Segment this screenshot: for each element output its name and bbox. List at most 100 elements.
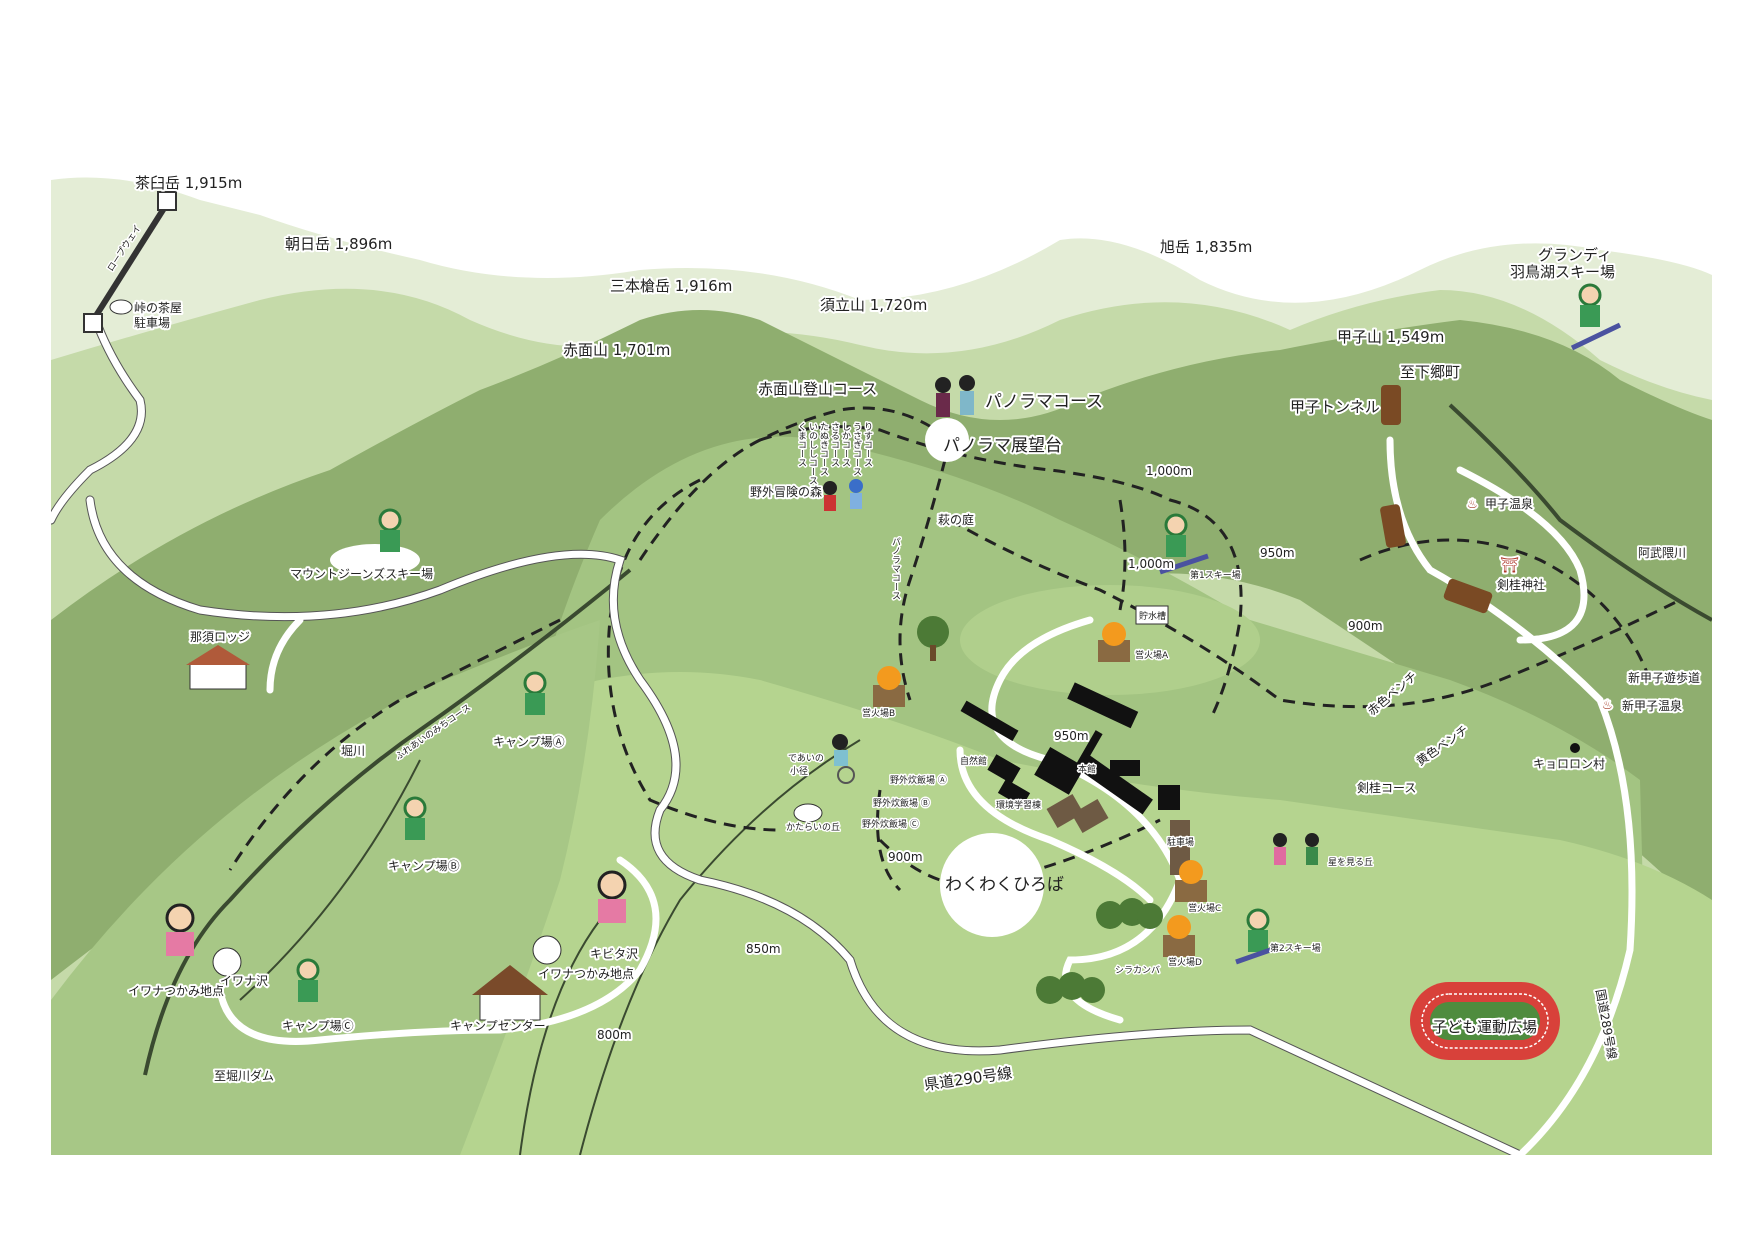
peak-label: 旭岳 1,835m [1160,238,1252,256]
course-name: うさぎコース [851,422,861,476]
place-label: キャンプ場Ⓑ [388,859,460,873]
skier-icon [1159,513,1209,575]
altitude-label: 850m [746,942,781,956]
onsen-icon: ♨ [1467,497,1478,511]
children-icon [823,479,863,511]
altitude-label: 950m [1260,546,1295,560]
place-label: 至下郷町 [1400,363,1460,381]
wheelchair-icon [832,734,855,784]
onsen-icon: ♨ [1602,698,1613,712]
ropeway-top-station [157,191,177,211]
trees-icon [1036,972,1105,1004]
building-label: 本館 [1078,763,1096,775]
place-label: 新甲子温泉 [1622,698,1682,713]
altitude-label: 1,000m [1128,557,1174,571]
peak-label: 赤面山 1,701m [563,341,670,359]
trees-icon [1096,898,1163,929]
dark-mountains [51,310,1712,980]
river-label: イワナ沢 [220,974,268,988]
altitude-label: 1,000m [1146,464,1192,478]
tunnel-icon [1381,385,1401,425]
roads [51,313,1636,1155]
place-label: マウントジーンズスキー場 [290,566,433,581]
place-label: 新甲子遊歩道 [1628,670,1700,685]
place-label: 営火場A [1135,649,1169,661]
place-label: 第2スキー場 [1270,942,1321,954]
place-label: グランディ [1538,246,1612,264]
place-label: キビタ沢 [590,947,638,961]
shrine-icon: ⛩ [1500,556,1519,574]
place-label: 峠の茶屋 [134,300,182,315]
place-label: 至堀川ダム [214,1068,274,1083]
place-label: 営火場B [862,707,895,719]
kids-field-track[interactable] [1410,982,1560,1060]
river-label: 阿武隈川 [1638,546,1686,560]
horikawa-river [143,568,632,1076]
lodge-icon [186,645,250,690]
peak-label: 朝日岳 1,896m [285,235,392,253]
katarai-hill-marker[interactable] [793,803,823,823]
river-label: 堀川 [341,743,365,758]
kyororon-marker [1570,743,1580,753]
place-label: 甲子温泉 [1485,497,1533,511]
course-name: りすコース [862,422,873,467]
camper-icon [523,671,547,715]
place-label: 小径 [790,765,808,777]
skier-icon [1235,908,1277,965]
peak-label: 茶臼岳 1,915m [135,174,242,192]
iwana-catch-marker[interactable] [212,947,242,977]
plaza-label: わくわくひろば [945,875,1064,895]
place-label: 萩の庭 [938,512,974,527]
place-label: 貯水槽 [1139,610,1166,622]
cooking-area-label: 野外炊飯場 Ⓒ [862,818,919,830]
place-label: 那須ロッジ [190,630,250,644]
altitude-label: 900m [1348,619,1383,633]
course-name: くまコース [796,422,806,467]
place-label: 営火場D [1168,956,1202,968]
place-label: 営火場C [1188,902,1221,914]
stargazers-icon [1273,833,1319,865]
campfire-icon [1175,860,1207,902]
place-label: 星を見る丘 [1328,857,1373,868]
water-tank-sign [1135,605,1169,625]
child-icon [165,903,195,956]
peak-label: 須立山 1,720m [820,296,927,314]
panorama-deck-marker[interactable] [925,418,969,462]
place-label: かたらいの丘 [786,822,840,833]
place-label: 剣桂神社 [1497,577,1545,592]
building-label: 環境学習棟 [996,799,1041,811]
peak-label: 三本槍岳 1,916m [610,277,732,295]
hiking-trails [228,406,1681,892]
place-label: であいの [788,753,824,764]
place-label: キャンプ場Ⓒ [282,1019,354,1033]
place-label: キョロロン村 [1533,757,1605,771]
place-label: イワナつかみ地点 [538,967,634,981]
place-label: イワナつかみ地点 [128,984,224,998]
course-name: たぬきコース [818,422,829,476]
place-label: 駐車場 [1167,836,1194,848]
campfire-icon [1163,915,1195,957]
skier-icon [378,508,402,552]
place-label: 野外冒険の森 [750,484,822,499]
campfire-icon [873,666,905,707]
cooking-area-label: 野外炊飯場 Ⓐ [890,774,947,786]
camper-icon [403,796,427,840]
course-name: しかコース [840,422,851,467]
course-name: いのししコース [807,422,818,485]
place-label: キャンプ場Ⓐ [493,735,565,749]
course-name: さるコース [829,422,839,467]
center-buildings [960,682,1190,875]
building-label: 自然館 [960,755,987,767]
course-list: りすコース うさぎコース しかコース さるコース たぬきコース いのししコース … [795,420,875,486]
parking-marker [109,299,133,315]
wakuwaku-plaza[interactable] [940,833,1044,937]
cooking-area-label: 野外炊飯場 Ⓑ [873,797,930,809]
peak-label: 甲子山 1,549m [1337,328,1444,346]
place-label: 第1スキー場 [1190,569,1241,581]
left-forest [51,620,600,1155]
place-label: 駐車場 [134,315,170,330]
abukuma-river [1448,403,1712,622]
tunnel-icon [1443,578,1493,614]
iwana-catch-marker[interactable] [532,935,562,965]
